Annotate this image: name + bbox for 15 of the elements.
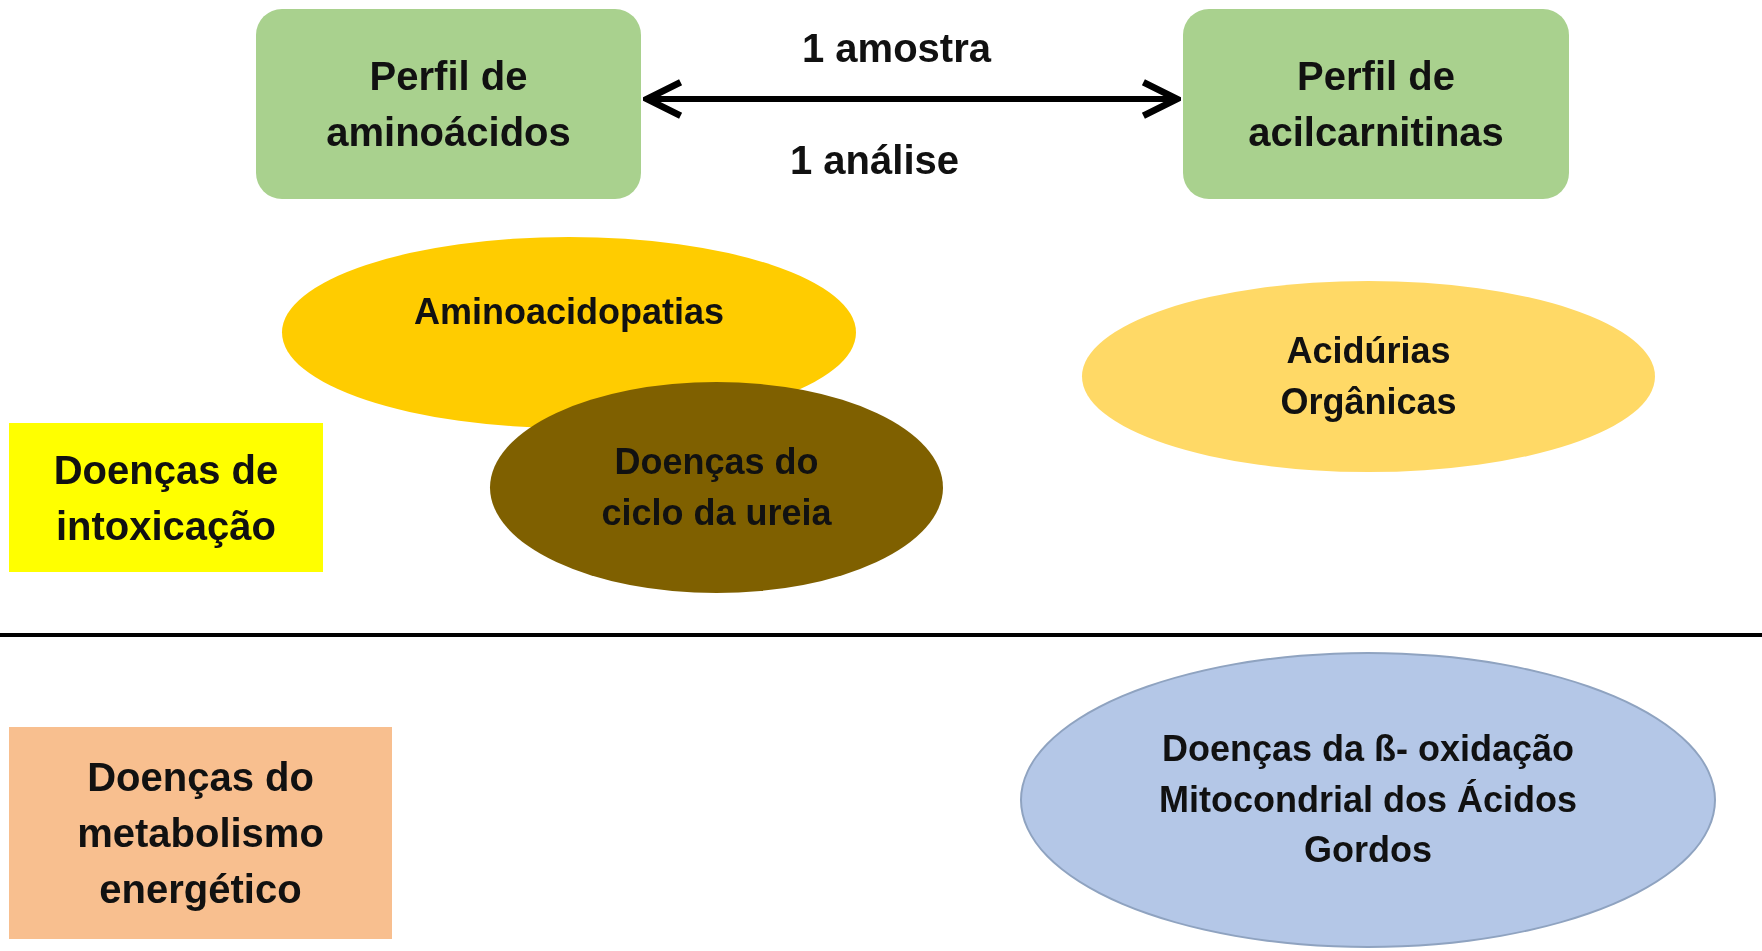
- node-label: Perfil de acilcarnitinas: [1247, 53, 1505, 156]
- node-label: Perfil de aminoácidos: [325, 53, 572, 156]
- node-label: Doenças do metabolismo energético: [76, 754, 325, 913]
- profile-box: [256, 9, 641, 199]
- profile-box: [1183, 9, 1569, 199]
- edge-label: 1 amostra: [802, 26, 991, 71]
- node-label: Aminoacidopatias: [413, 290, 725, 335]
- node-label: Doenças do ciclo da ureia: [600, 440, 833, 535]
- annotation-text: 1 análise: [790, 138, 959, 183]
- node-label: Doenças de intoxicação: [52, 446, 280, 550]
- node-label: Acidúrias Orgânicas: [1279, 329, 1458, 424]
- group-box: [9, 423, 323, 572]
- node-label: Doenças da ß- oxidação Mitocondrial dos Ácidos Gordos: [1158, 727, 1578, 873]
- double-arrow: [643, 78, 1181, 120]
- group-box: [9, 727, 392, 939]
